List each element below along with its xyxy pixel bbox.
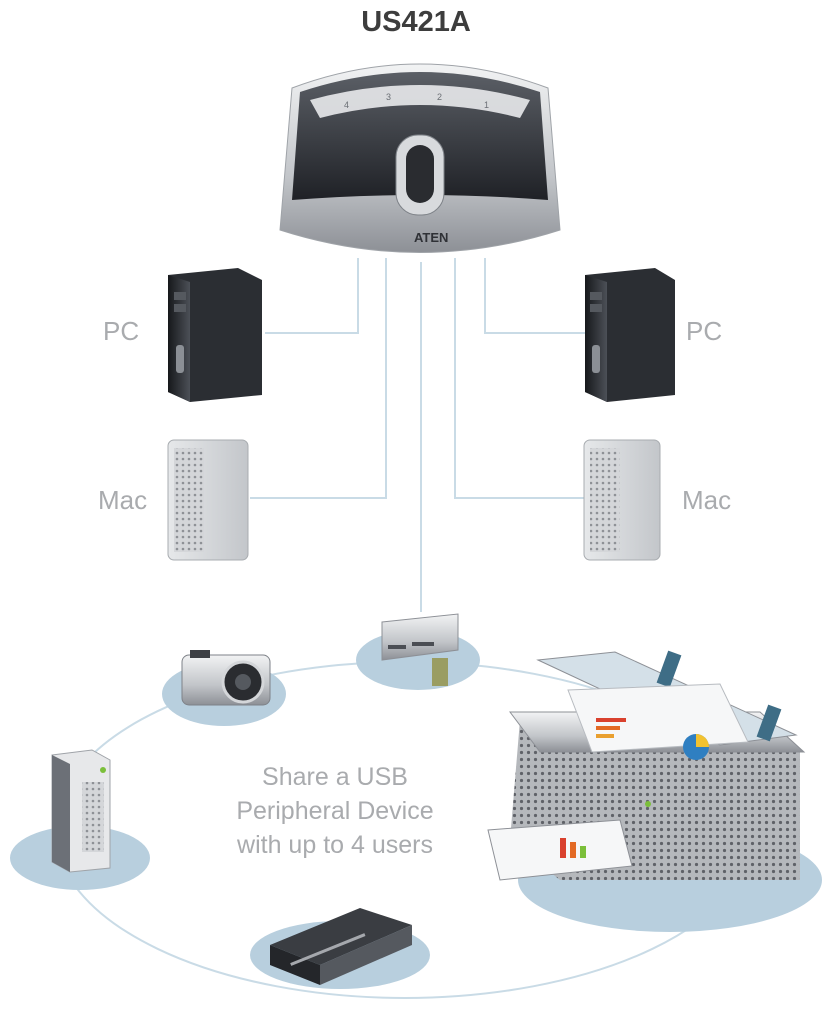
caption-line-3: with up to 4 users <box>237 831 433 859</box>
cable-mac-left <box>250 258 387 499</box>
pc-right-label: PC <box>686 316 723 346</box>
port-button-4[interactable]: 4 <box>344 100 349 110</box>
pc-right-tower-icon <box>585 268 675 402</box>
printer-icon <box>487 650 822 932</box>
aten-logo: ATEN <box>414 230 448 245</box>
cable-pc-left <box>265 258 359 334</box>
scanner-icon <box>250 908 430 989</box>
caption-line-1: Share a USB <box>262 763 408 791</box>
port-button-2[interactable]: 2 <box>437 92 442 102</box>
mac-right-tower-icon <box>583 439 661 561</box>
us421a-switch[interactable]: 4 3 2 1 ATEN <box>279 63 561 253</box>
pc-left-tower-icon <box>168 268 262 402</box>
pc-left-label: PC <box>103 316 140 346</box>
share-caption: Share a USB Peripheral Device with up to… <box>190 760 480 862</box>
camera-icon <box>162 650 286 726</box>
port-button-3[interactable]: 3 <box>386 92 391 102</box>
cables <box>250 258 590 612</box>
card-reader-icon <box>356 613 480 690</box>
port-button-1[interactable]: 1 <box>484 100 489 110</box>
cable-pc-right <box>484 258 590 334</box>
mac-left-label: Mac <box>98 485 148 515</box>
mac-left-tower-icon <box>167 439 249 561</box>
page-title: US421A <box>361 6 471 38</box>
mac-right-label: Mac <box>682 485 732 515</box>
cable-mac-right <box>454 258 585 499</box>
external-drive-icon <box>10 749 150 890</box>
port-selector-buttons[interactable]: 4 3 2 1 <box>344 92 489 110</box>
caption-line-2: Peripheral Device <box>236 797 434 825</box>
